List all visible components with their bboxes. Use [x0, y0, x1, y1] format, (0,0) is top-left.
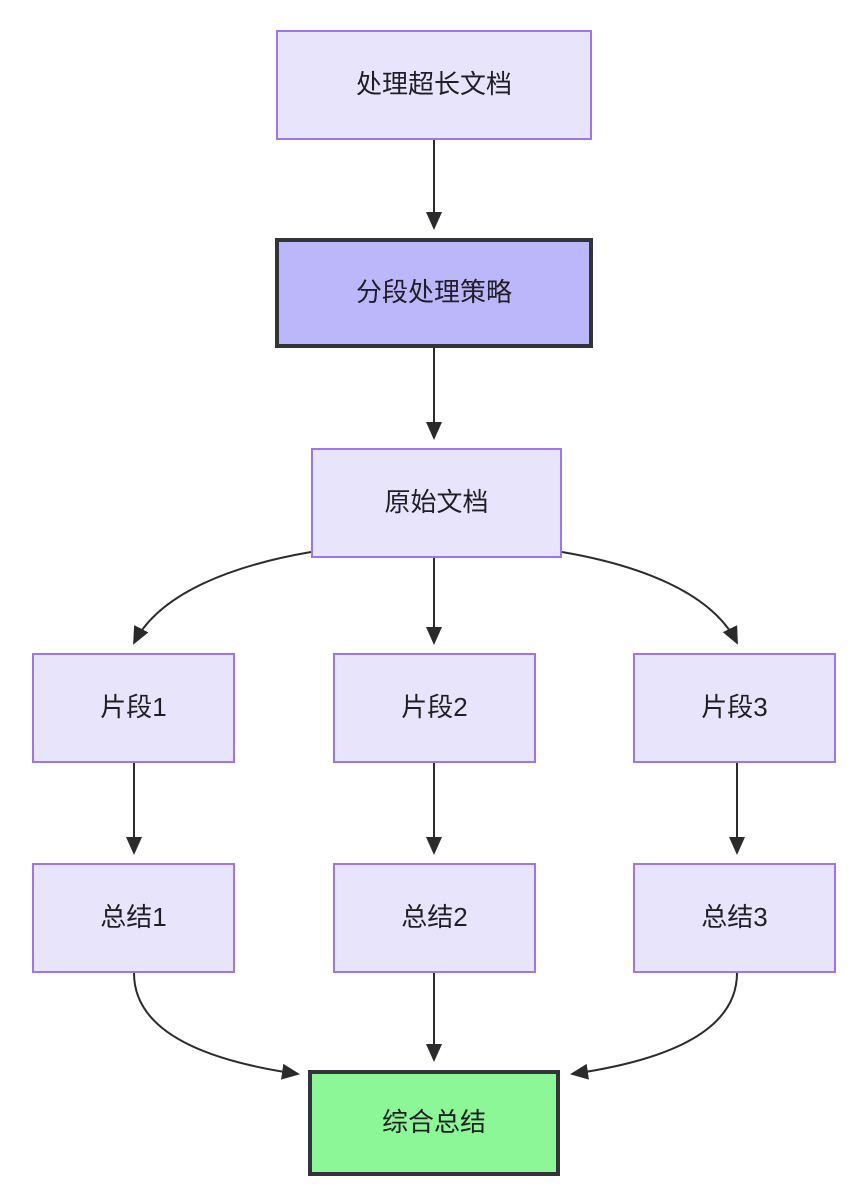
node-process-long-document[interactable]: 处理超长文档: [276, 30, 592, 140]
node-chunking-strategy[interactable]: 分段处理策略: [275, 238, 593, 348]
node-label: 处理超长文档: [355, 69, 512, 100]
node-label: 片段2: [401, 692, 468, 723]
node-label: 总结1: [100, 902, 167, 933]
node-final-summary[interactable]: 综合总结: [308, 1070, 560, 1176]
node-fragment-2[interactable]: 片段2: [333, 653, 536, 763]
node-label: 片段1: [100, 692, 167, 723]
node-summary-1[interactable]: 总结1: [32, 863, 235, 973]
node-label: 总结2: [401, 902, 468, 933]
node-fragment-3[interactable]: 片段3: [633, 653, 836, 763]
edge-source-to-frag3: [561, 551, 738, 645]
node-summary-2[interactable]: 总结2: [333, 863, 536, 973]
node-fragment-1[interactable]: 片段1: [32, 653, 235, 763]
node-summary-3[interactable]: 总结3: [633, 863, 836, 973]
edge-sum3-to-final: [570, 972, 738, 1080]
node-label: 原始文档: [384, 487, 489, 518]
node-label: 分段处理策略: [355, 277, 512, 308]
edge-source-to-frag1: [133, 551, 312, 645]
node-label: 片段3: [701, 692, 768, 723]
node-label: 综合总结: [381, 1107, 486, 1138]
node-source-document[interactable]: 原始文档: [311, 448, 562, 558]
node-label: 总结3: [701, 902, 768, 933]
edge-sum1-to-final: [133, 972, 300, 1080]
